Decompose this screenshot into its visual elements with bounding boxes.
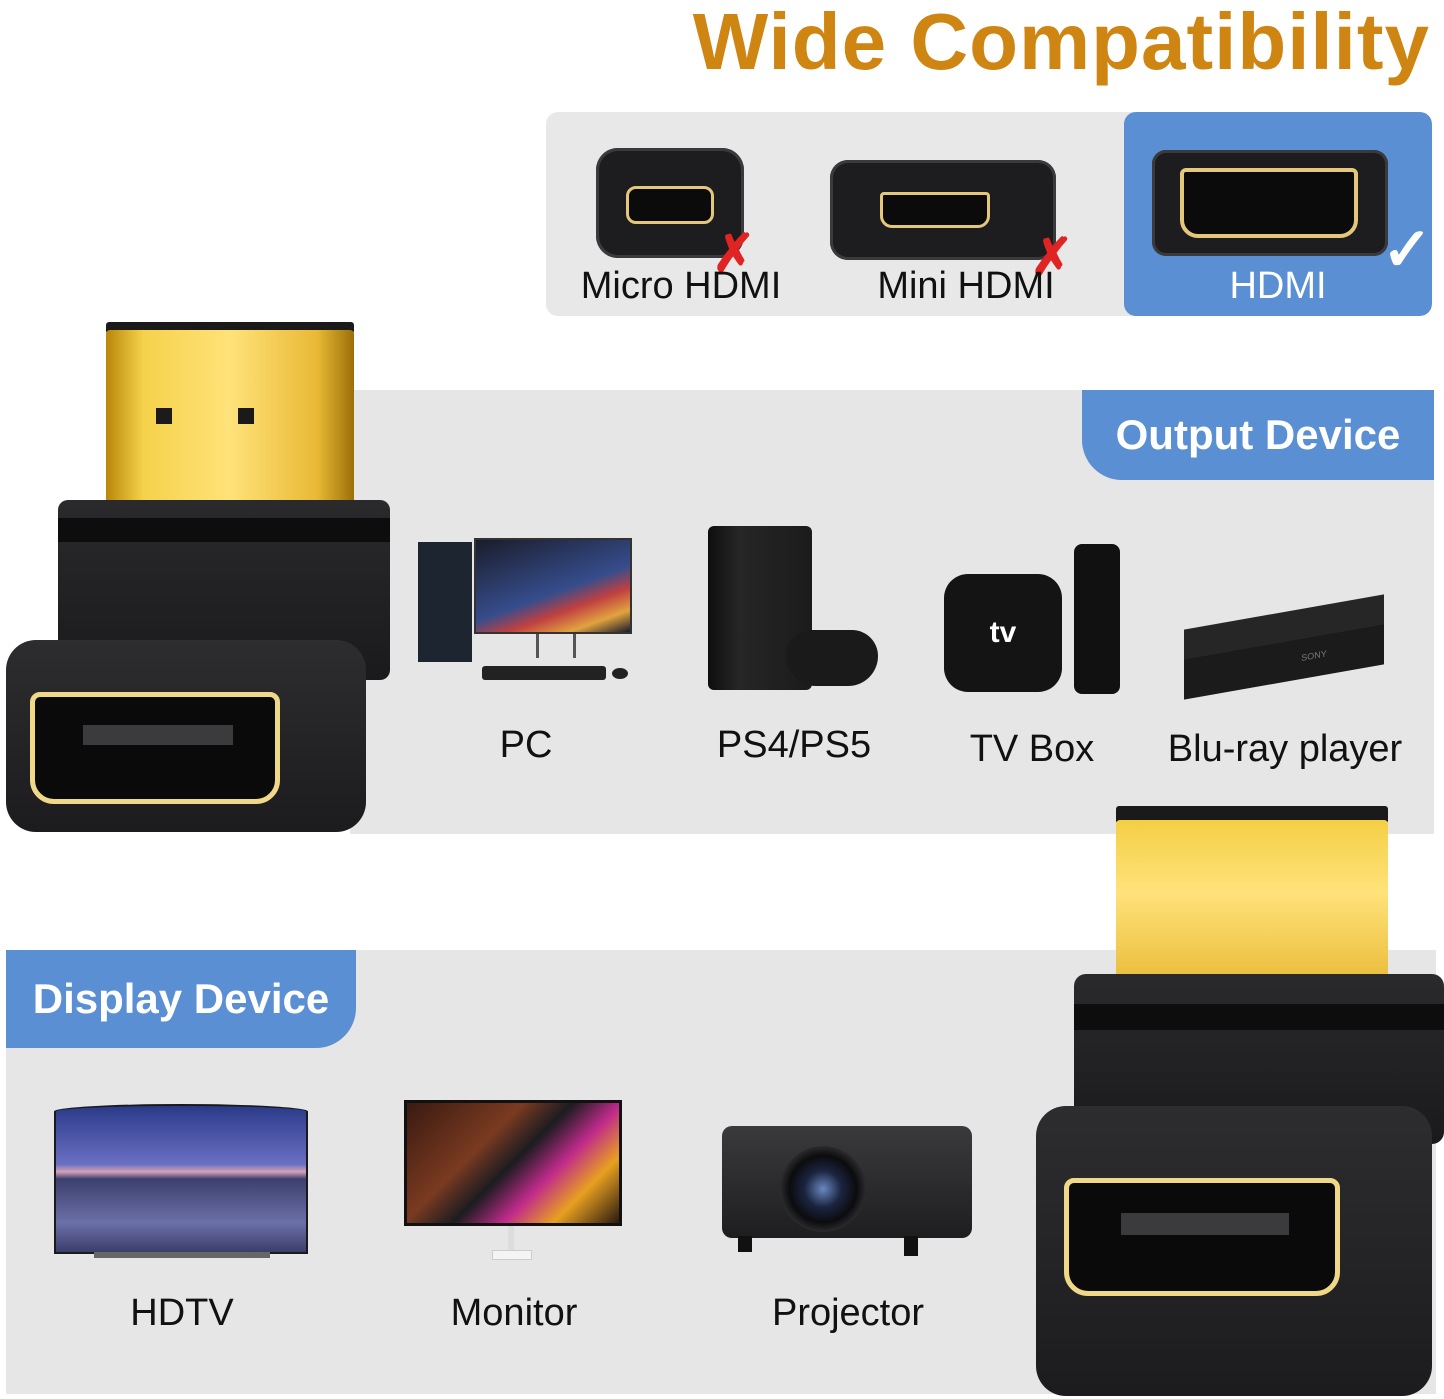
- hdmi-90-degree-adapter-icon: [6, 322, 390, 834]
- compat-label: HDMI: [1229, 265, 1327, 307]
- compat-label: Micro HDMI: [580, 265, 782, 307]
- device-hdtv: HDTV: [54, 1104, 310, 1334]
- micro-hdmi-port-icon: [596, 148, 744, 258]
- monitor-icon: [404, 1100, 624, 1264]
- x-mark-icon: ✗: [712, 225, 756, 283]
- device-monitor: Monitor: [404, 1100, 624, 1334]
- x-mark-icon: ✗: [1030, 229, 1074, 287]
- check-mark-icon: ✓: [1382, 216, 1432, 283]
- device-label: HDTV: [130, 1292, 234, 1334]
- device-pc: PC: [416, 538, 636, 766]
- apple-tv-logo: tv: [989, 616, 1017, 649]
- hdtv-icon: [54, 1104, 310, 1264]
- compatibility-strip: ✗ Micro HDMI ✗ Mini HDMI ✓ HDMI: [546, 112, 1432, 316]
- projector-icon: [720, 1120, 976, 1264]
- game-console-icon: [704, 524, 884, 698]
- device-ps4-ps5: PS4/PS5: [704, 524, 884, 766]
- output-device-badge: Output Device: [1082, 390, 1434, 480]
- hdmi-port-icon: [1152, 150, 1388, 256]
- device-tv-box: tv TV Box: [942, 542, 1122, 770]
- desktop-pc-icon: [416, 538, 636, 688]
- compat-label: Mini HDMI: [877, 265, 1055, 307]
- device-label: PC: [499, 724, 553, 766]
- display-device-badge: Display Device: [6, 950, 356, 1048]
- device-bluray-player: SONY Blu-ray player: [1168, 594, 1402, 770]
- mini-hdmi-port-icon: [830, 160, 1056, 260]
- device-label: Projector: [771, 1292, 925, 1334]
- device-label: PS4/PS5: [716, 724, 872, 766]
- bluray-player-icon: SONY: [1180, 594, 1390, 700]
- compat-item-mini-hdmi: ✗ Mini HDMI: [816, 112, 1116, 316]
- hdmi-female-port: [1064, 1178, 1340, 1296]
- device-label: Monitor: [450, 1292, 578, 1334]
- output-device-panel: Output Device PC PS4/PS5 tv TV Box: [350, 390, 1434, 834]
- tv-box-icon: tv: [942, 542, 1122, 698]
- device-label: Blu-ray player: [1167, 728, 1403, 770]
- hdmi-female-port: [30, 692, 280, 804]
- device-label: TV Box: [969, 728, 1095, 770]
- device-projector: Projector: [720, 1120, 976, 1334]
- page-title: Wide Compatibility: [692, 0, 1430, 86]
- hdmi-90-degree-adapter-icon: [1034, 806, 1444, 1398]
- compat-item-micro-hdmi: ✗ Micro HDMI: [546, 112, 816, 316]
- compat-item-hdmi: ✓ HDMI: [1124, 112, 1432, 316]
